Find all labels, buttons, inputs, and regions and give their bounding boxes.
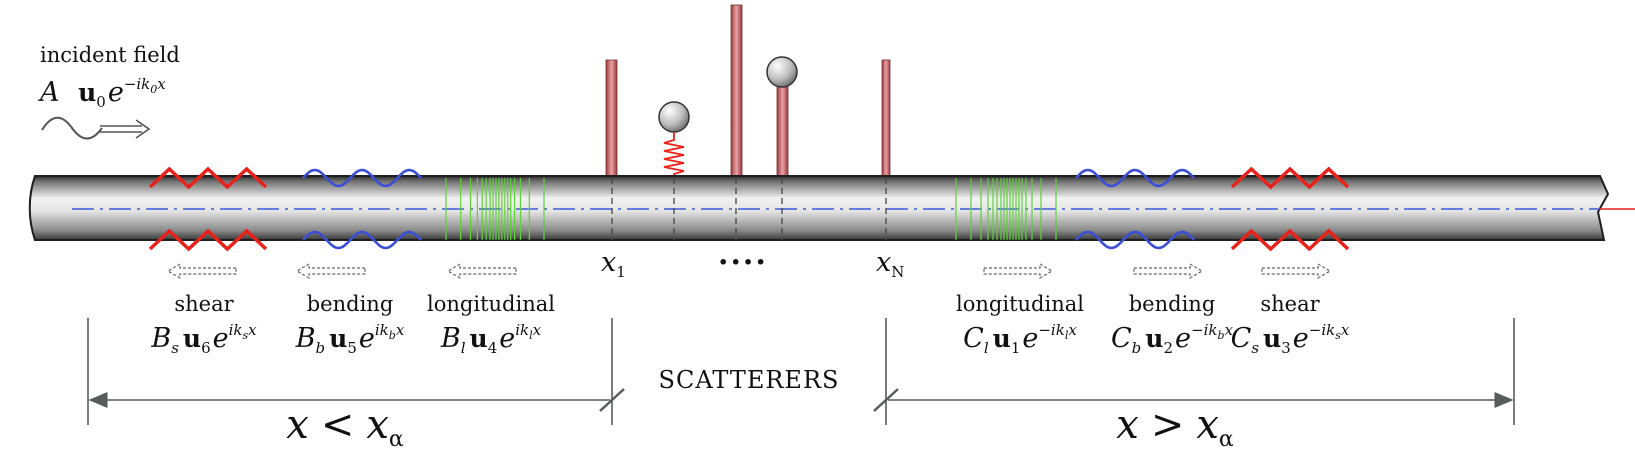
scatterer-spring-mass — [658, 101, 690, 181]
shear-wave-right-bottom — [1230, 228, 1350, 252]
shear-wave-left-bottom — [148, 228, 268, 252]
dimension-lines — [87, 318, 1515, 425]
incident-field: incident field A u0e−ik0x — [37, 43, 180, 140]
bending-wave-left-top — [302, 168, 422, 188]
shear-left-arrow-icon — [166, 262, 237, 280]
incident-arrow-icon — [100, 119, 151, 139]
wave-label: bending — [307, 292, 394, 316]
bending-wave-right-bottom — [1075, 230, 1195, 250]
right-region-label: x>xα — [1116, 402, 1234, 452]
wave-label: shear — [1260, 292, 1320, 316]
scatterer-rod-mass — [766, 56, 798, 179]
scatterer-rod-1 — [605, 59, 618, 179]
rod-mass-ball — [766, 56, 798, 88]
bending-wave-left-bottom — [302, 230, 422, 250]
position-ellipsis: ···· — [718, 245, 768, 280]
scatterers — [605, 4, 891, 181]
spring-mass-ball — [658, 101, 690, 133]
waveguide-beam — [28, 175, 1635, 241]
direction-arrows — [166, 262, 1332, 280]
bending-left-arrow-icon — [295, 262, 366, 280]
scatterer-rod-2 — [730, 4, 743, 179]
longitudinal-wave-left — [445, 178, 545, 240]
scatterer-rod-3 — [776, 81, 789, 179]
position-x1: x1 — [601, 247, 626, 281]
bending-right-arrow-icon — [1133, 262, 1204, 280]
spring-icon — [663, 132, 685, 178]
incident-wave-icon — [41, 116, 103, 140]
longitudinal-left-arrow-icon — [446, 262, 517, 280]
wave-glyphs — [148, 166, 1350, 252]
longitudinal-wave-right — [955, 178, 1057, 240]
shear-wave-left-top — [148, 166, 268, 190]
wave-label: shear — [174, 292, 234, 316]
longitudinal-right-arrow-icon — [983, 262, 1054, 280]
wave-label: bending — [1129, 292, 1216, 316]
incident-field-label: incident field — [40, 43, 180, 67]
wave-label: longitudinal — [427, 292, 555, 316]
bending-wave-right-top — [1075, 168, 1195, 188]
shear-wave-right-top — [1230, 166, 1350, 190]
left-region-label: x<xα — [286, 402, 404, 452]
position-xN: xN — [876, 247, 904, 281]
incident-field-expression: A u0e−ik0x — [37, 75, 166, 111]
scatterers-label: SCATTERERS — [659, 366, 840, 394]
wave-label: longitudinal — [956, 292, 1084, 316]
scatterer-rod-4 — [881, 59, 891, 179]
shear-right-arrow-icon — [1261, 262, 1332, 280]
